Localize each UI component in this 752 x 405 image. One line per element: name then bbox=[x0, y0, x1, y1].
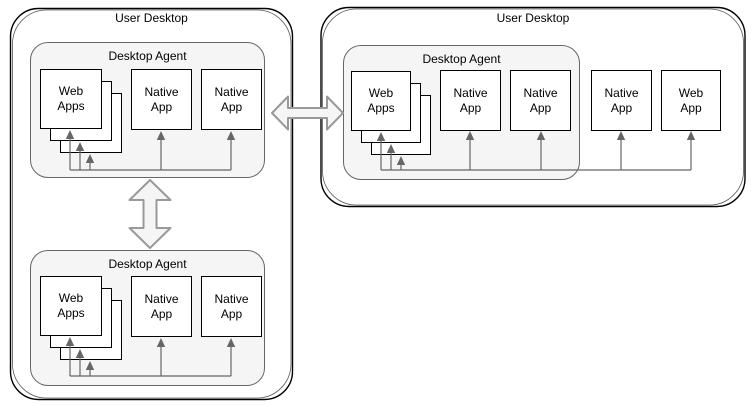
web-apps-label: Web Apps bbox=[57, 84, 85, 113]
left-desktop-title: User Desktop bbox=[115, 11, 188, 25]
desktop-agent-title: Desktop Agent bbox=[422, 52, 501, 66]
arrowhead-up-icon bbox=[616, 131, 626, 140]
web-apps-label: Web Apps bbox=[57, 291, 85, 320]
native-app-box: Native App bbox=[131, 69, 192, 130]
native-app-box: Native App bbox=[440, 70, 501, 131]
desktop-agent-title: Desktop Agent bbox=[108, 49, 187, 63]
native-app-label: Native App bbox=[604, 85, 639, 115]
external-web-app-box: Web App bbox=[661, 70, 721, 131]
native-app-box: Native App bbox=[201, 69, 262, 130]
web-apps-box: Web Apps bbox=[40, 69, 102, 129]
native-app-label: Native App bbox=[523, 85, 558, 115]
web-apps-box: Web Apps bbox=[351, 71, 411, 131]
web-apps-box: Web Apps bbox=[40, 276, 102, 336]
native-app-label: Native App bbox=[453, 85, 488, 115]
native-app-box: Native App bbox=[510, 70, 571, 131]
web-apps-label: Web Apps bbox=[367, 86, 395, 115]
native-app-box: Native App bbox=[201, 276, 262, 337]
native-app-box: Native App bbox=[131, 276, 192, 337]
native-app-label: Native App bbox=[214, 84, 249, 114]
web-app-label: Web App bbox=[678, 85, 704, 115]
external-native-app-box: Native App bbox=[591, 70, 652, 131]
right-desktop-title: User Desktop bbox=[496, 11, 570, 25]
horizontal-double-arrow-icon bbox=[271, 95, 344, 131]
vertical-double-arrow-icon bbox=[128, 179, 172, 249]
native-app-label: Native App bbox=[144, 84, 179, 114]
native-app-label: Native App bbox=[144, 291, 179, 321]
native-app-label: Native App bbox=[214, 291, 249, 321]
desktop-agent-title: Desktop Agent bbox=[108, 257, 187, 271]
arrowhead-up-icon bbox=[686, 131, 696, 140]
